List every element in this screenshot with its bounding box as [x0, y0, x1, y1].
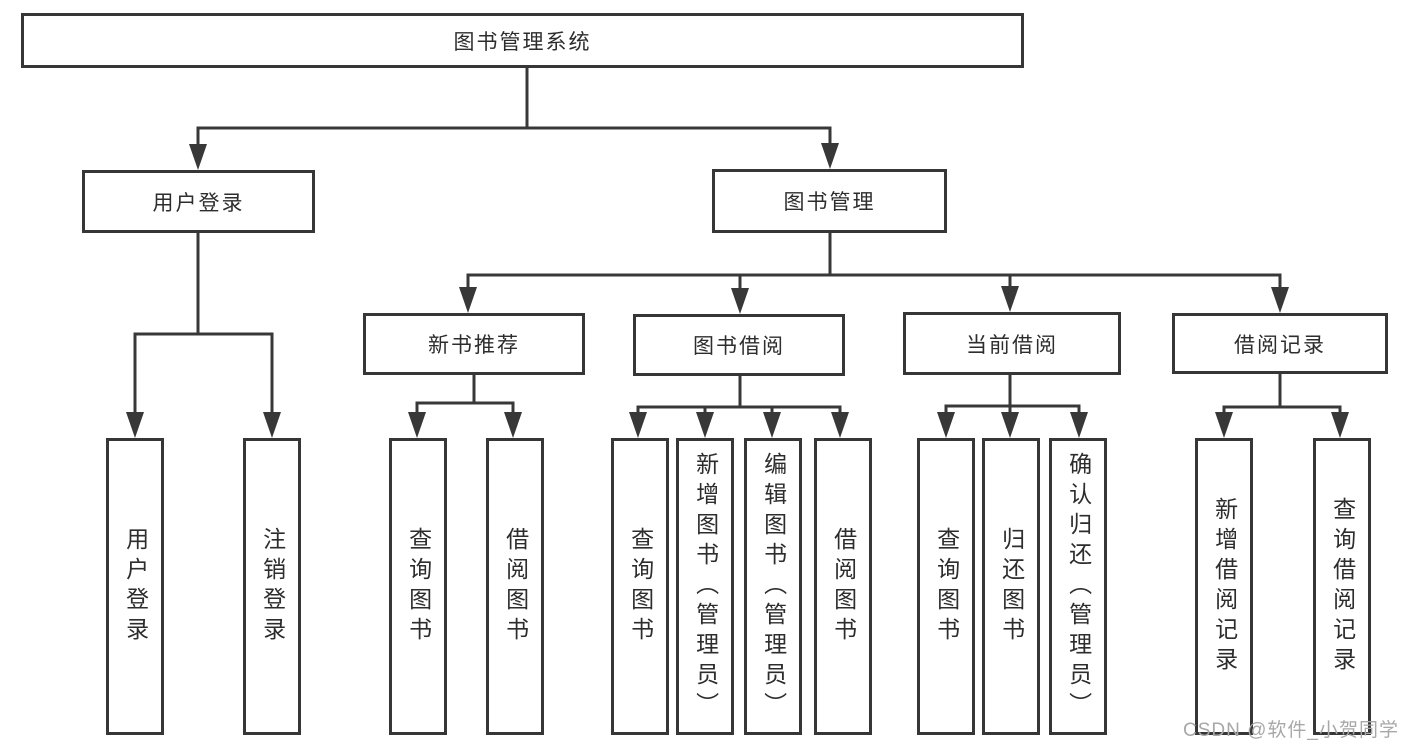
- leaf-newbook-query-books: 查询图书: [389, 438, 447, 735]
- node-new-book-recommend: 新书推荐: [363, 313, 585, 375]
- leaf-current-return-books: 归还图书: [982, 438, 1040, 735]
- leaf-current-query-books: 查询图书: [917, 438, 975, 735]
- leaf-borrow-add-books-admin: 新增图书（管理员）: [676, 438, 734, 735]
- node-user-login: 用户登录: [82, 170, 315, 233]
- node-borrowing-records: 借阅记录: [1172, 313, 1388, 374]
- leaf-borrow-borrow-books: 借阅图书: [814, 438, 872, 735]
- leaf-records-add-record: 新增借阅记录: [1195, 438, 1253, 735]
- csdn-watermark: CSDN @软件_小贺同学: [1183, 720, 1399, 741]
- leaf-borrow-edit-books-admin: 编辑图书（管理员）: [744, 438, 802, 735]
- leaf-current-confirm-return-admin: 确认归还（管理员）: [1049, 438, 1107, 735]
- leaf-borrow-query-books: 查询图书: [611, 438, 669, 735]
- node-library-management-system: 图书管理系统: [21, 13, 1024, 68]
- node-book-borrowing: 图书借阅: [633, 314, 845, 376]
- leaf-logout: 注销登录: [243, 438, 301, 735]
- arrowheads: [126, 143, 1349, 438]
- leaf-user-login: 用户登录: [106, 438, 164, 735]
- leaf-records-query-record: 查询借阅记录: [1313, 438, 1371, 735]
- leaf-newbook-borrow-books: 借阅图书: [486, 438, 544, 735]
- node-current-borrowing: 当前借阅: [903, 312, 1121, 375]
- node-book-management: 图书管理: [712, 169, 947, 233]
